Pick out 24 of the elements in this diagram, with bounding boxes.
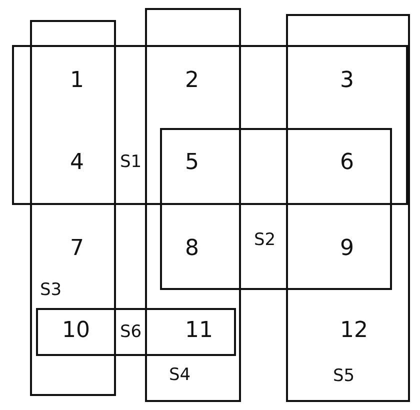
set-outline: [160, 128, 392, 290]
element-number: 4: [70, 150, 84, 175]
element-number: 8: [185, 236, 199, 261]
element-number: 6: [340, 150, 354, 175]
element-number: 12: [340, 318, 368, 343]
element-number: 5: [185, 150, 199, 175]
set-outline: [12, 45, 408, 205]
element-number: 10: [62, 318, 90, 343]
set-label: S1: [120, 152, 142, 172]
element-number: 3: [340, 68, 354, 93]
set-outline: [286, 14, 410, 402]
element-number: 1: [70, 68, 84, 93]
set-outline: [36, 308, 236, 356]
element-number: 11: [185, 318, 213, 343]
element-number: 7: [70, 236, 84, 261]
set-outline: [145, 8, 241, 402]
set-outline: [30, 20, 116, 396]
set-label: S2: [254, 230, 276, 250]
set-label: S5: [333, 366, 355, 386]
element-number: 2: [185, 68, 199, 93]
set-label: S4: [169, 365, 191, 385]
set-label: S3: [40, 280, 62, 300]
set-label: S6: [120, 322, 142, 342]
element-number: 9: [340, 236, 354, 261]
